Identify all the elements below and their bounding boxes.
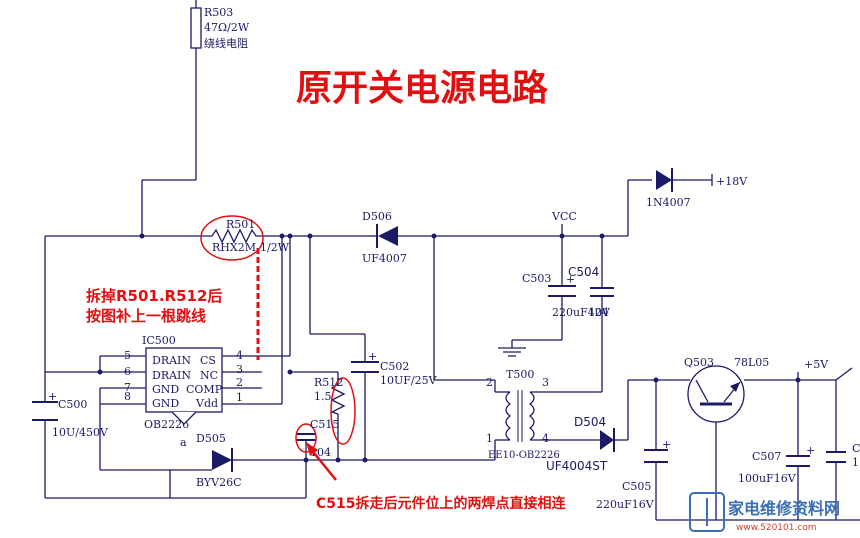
c503-capacitor: + C503 220uF42V [522,272,611,319]
c502-ref: C502 [380,360,409,373]
c-right-ref: C [852,442,860,455]
ic-pin-8-name: GND [152,397,179,410]
ic500-chip: IC500 OB2226 5 DRAIN 6 DRAIN 7 GND 8 GND… [124,334,243,431]
t500-pin-4: 4 [542,432,549,445]
c504-capacitor: C504 104 [568,265,614,319]
r501-resistor: R501 RHX2M 1/2W [200,215,290,261]
ic-pin-4-name: CS [200,354,216,367]
ground-symbol [498,347,526,357]
ic500-part: OB2226 [144,418,189,431]
svg-text:+: + [806,444,815,457]
c502-capacitor: + C502 10UF/25V [351,350,438,387]
q503-part: 78L05 [734,356,769,369]
ic500-ref: IC500 [142,334,176,347]
c500-value: 10U/450V [52,426,109,439]
t500-pin-1: 1 [486,432,493,445]
ic-pin-6-num: 6 [124,365,131,378]
ic-pin-4-num: 4 [236,349,243,362]
t500-transformer: T500 2 3 1 4 EE10-OB2226 [486,368,560,461]
vcc-label: VCC [551,210,577,223]
t500-pin-2: 2 [486,376,493,389]
watermark: 家电维修资料网 www.520101.com [689,492,840,533]
r503-resistor: R503 47Ω/2W 绕线电阻 [190,6,250,50]
ic-pin-7-num: 7 [124,381,131,394]
note-r501-line1: 拆掉R501.R512后 [86,287,222,305]
c507-ref: C507 [752,450,781,463]
ic-pin-7-name: GND [152,383,179,396]
r512-ref: R512 [314,376,343,389]
t500-ref: T500 [506,368,534,381]
junctions [97,233,801,463]
ic-pin-2-num: 2 [236,376,243,389]
c505-value: 220uF16V [596,498,655,511]
d506-ref: D506 [362,210,392,223]
c500-ref: C500 [58,398,87,411]
svg-text:+: + [368,350,377,363]
c505-ref: C505 [622,480,651,493]
r501-value: RHX2M [212,241,256,254]
plus18-label: +18V [716,175,748,188]
r501-ref: R501 [226,218,255,231]
d504-ref: D504 [574,415,606,429]
d505-diode: a D505 BYV26C [180,432,242,489]
svg-text:+: + [48,390,57,403]
c515-arrow [306,442,337,481]
t500-part: EE10-OB2226 [488,450,560,461]
c507-capacitor: + C507 100uF16V [738,444,815,485]
ic-pin-5-name: DRAIN [152,354,191,367]
d505-ref: D505 [196,432,226,445]
d506-part: UF4007 [362,252,407,265]
ic-pin-1-name: Vdd [195,397,218,410]
node-a: a [180,436,187,449]
watermark-logo-icon [689,492,725,532]
note-r501-line2: 按图补上一根跳线 [86,307,206,325]
c503-ref: C503 [522,272,551,285]
c504-value: 104 [588,306,609,319]
ic-pin-1-num: 1 [236,391,243,404]
c515-capacitor: C515 104 [295,418,339,459]
d505-part: BYV26C [196,476,242,489]
q503-ref: Q503 [684,356,714,369]
ic-pin-2-name: COMP [186,383,223,396]
ic-pin-5-num: 5 [124,349,131,362]
d-1n4007-part: 1N4007 [646,196,691,209]
r512-resistor: R512 1.5 [314,376,356,445]
ic-pin-8-num: 8 [124,390,131,403]
d-1n4007-diode: +18V 1N4007 [646,168,748,209]
d506-diode: D506 UF4007 [362,210,407,265]
note-c515: C515拆走后元件位上的两焊点直接相连 [316,495,566,512]
ic-pin-6-name: DRAIN [152,369,191,382]
c507-value: 100uF16V [738,472,797,485]
svg-text:+: + [566,273,575,286]
t500-pin-3: 3 [542,376,549,389]
c-right-value: 1 [852,456,859,469]
d504-part: UF4004ST [546,459,608,473]
diagram-title: 原开关电源电路 [296,68,549,109]
c505-capacitor: + C505 220uF16V [596,438,671,511]
r501-power: 1/2W [260,241,290,254]
c504-ref: C504 [568,265,599,279]
c-right-capacitor: C 1 [826,442,860,469]
r512-value: 1.5 [314,390,332,403]
watermark-text: 家电维修资料网 [728,499,840,518]
ic-pin-3-num: 3 [236,363,243,376]
c503-value: 220uF42V [552,306,611,319]
ic-pin-3-name: NC [200,369,218,382]
svg-text:+: + [662,438,671,451]
c515-ref: C515 [310,418,339,431]
plus5-label: +5V [804,358,829,371]
c502-value: 10UF/25V [380,374,438,387]
watermark-url: www.520101.com [736,523,817,533]
r503-value: 47Ω/2W [204,21,250,34]
c500-capacitor: + C500 10U/450V [32,390,109,439]
r503-ref: R503 [204,6,233,19]
d504-diode: D504 UF4004ST [546,415,615,473]
r503-desc: 绕线电阻 [204,36,248,50]
q503-regulator: Q503 78L05 [684,356,769,423]
